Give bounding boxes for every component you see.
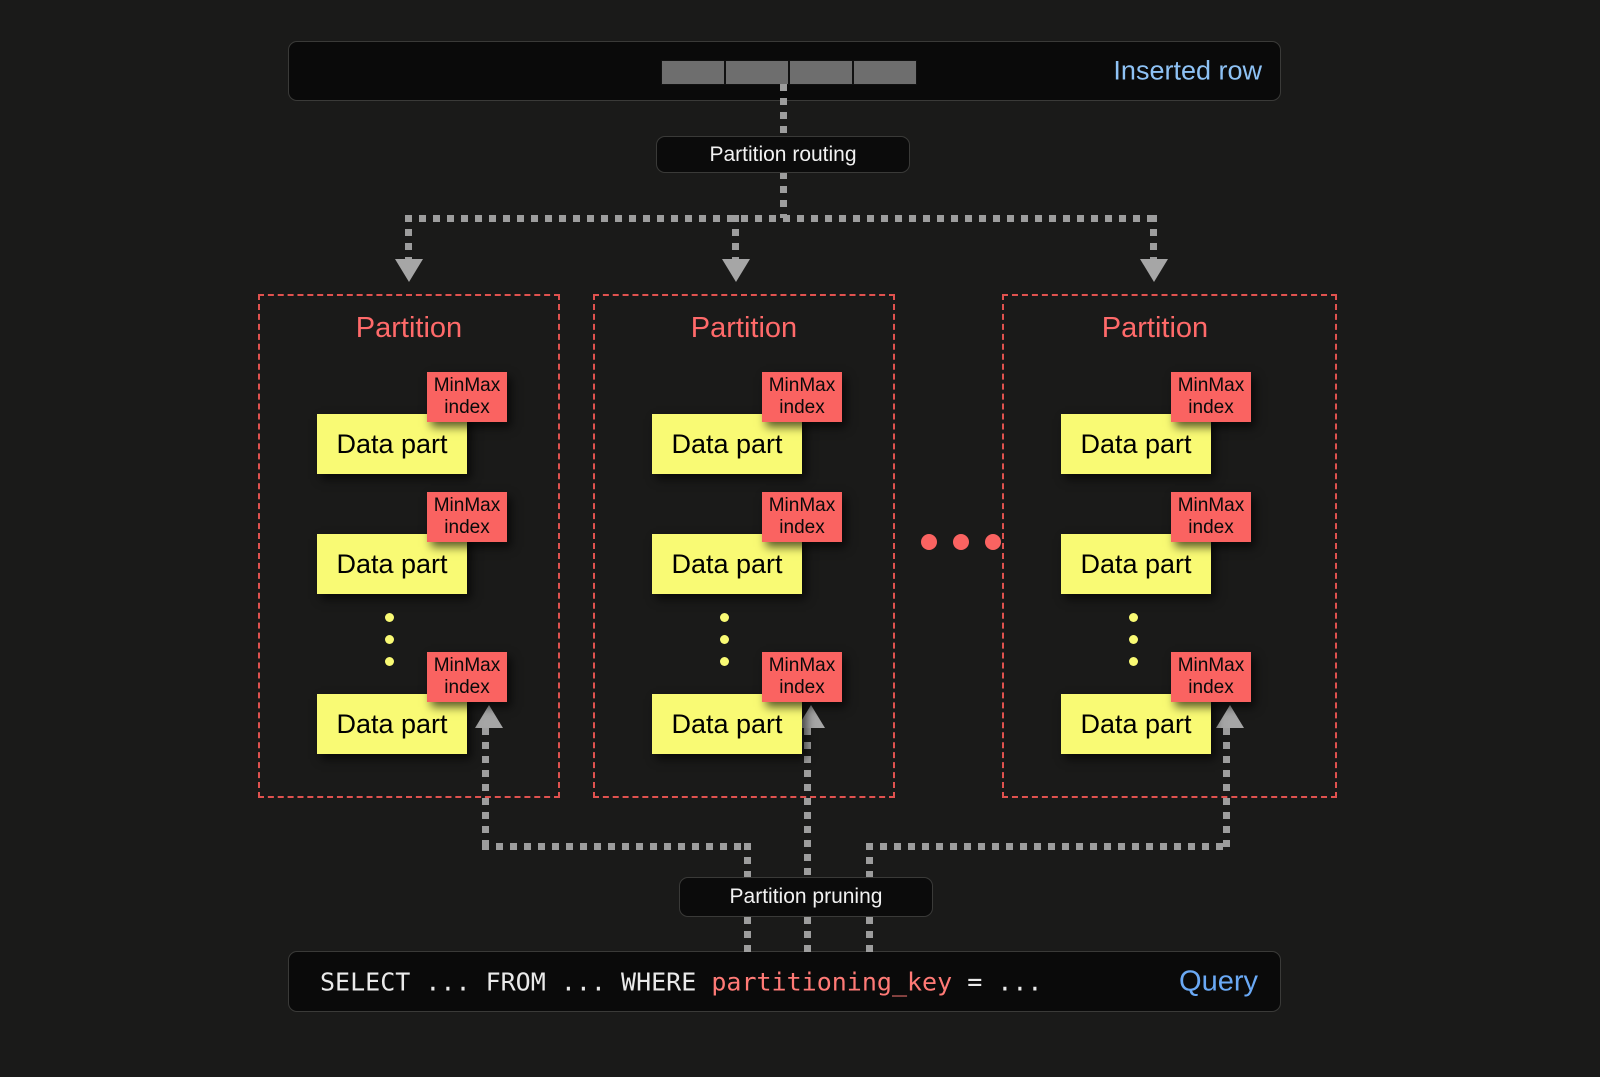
connector-routing-bus <box>405 215 1157 222</box>
connector-prune-up-2 <box>804 728 811 878</box>
minmax-index-line1: MinMax <box>768 374 836 396</box>
minmax-index-box: MinMax index <box>762 492 842 542</box>
connector-row-to-routing <box>780 84 787 140</box>
connector-routing-to-bus <box>780 172 787 218</box>
query-banner: SELECT ... FROM ... WHERE partitioning_k… <box>288 951 1281 1012</box>
connector-prune-to-query-1 <box>744 917 751 953</box>
data-part-box: Data part <box>1061 534 1211 594</box>
minmax-index-box: MinMax index <box>427 492 507 542</box>
connector-bus-to-partition-3 <box>1150 215 1157 265</box>
connector-prune-up-1 <box>482 728 489 848</box>
partition-routing-label: Partition routing <box>656 136 910 173</box>
data-part-box: Data part <box>652 694 802 754</box>
arrow-prune-to-partition-1 <box>475 705 503 728</box>
data-part-box: Data part <box>317 694 467 754</box>
arrow-prune-to-partition-3 <box>1216 705 1244 728</box>
data-part-box: Data part <box>1061 414 1211 474</box>
query-sql-suffix: = ... <box>952 967 1043 996</box>
data-part-ellipsis <box>1129 613 1138 679</box>
partition-title: Partition <box>355 312 463 344</box>
connector-bus-to-partition-1 <box>405 215 412 265</box>
minmax-index-line1: MinMax <box>1177 374 1245 396</box>
row-cell <box>725 60 789 85</box>
data-part-ellipsis <box>720 613 729 679</box>
minmax-index-box: MinMax index <box>1171 652 1251 702</box>
minmax-index-box: MinMax index <box>427 652 507 702</box>
minmax-index-box: MinMax index <box>1171 372 1251 422</box>
minmax-index-line2: index <box>444 677 490 698</box>
connector-bus-to-partition-2 <box>732 215 739 265</box>
minmax-index-line2: index <box>779 677 825 698</box>
partition-box-1: Partition MinMax index Data part MinMax … <box>258 294 560 798</box>
inserted-row-cells <box>661 60 917 85</box>
minmax-index-line1: MinMax <box>1177 494 1245 516</box>
partition-ellipsis <box>921 534 1001 550</box>
query-sql-text: SELECT ... FROM ... WHERE partitioning_k… <box>320 967 1042 996</box>
minmax-index-line1: MinMax <box>433 374 501 396</box>
minmax-index-line2: index <box>444 397 490 418</box>
connector-prune-to-query-2 <box>804 917 811 953</box>
connector-prune-to-query-3 <box>866 917 873 953</box>
data-part-box: Data part <box>1061 694 1211 754</box>
minmax-index-line1: MinMax <box>768 654 836 676</box>
partition-pruning-label: Partition pruning <box>679 877 933 917</box>
connector-prune-down-1 <box>744 843 751 877</box>
minmax-index-line1: MinMax <box>433 494 501 516</box>
arrow-prune-to-partition-2 <box>797 705 825 728</box>
minmax-index-line1: MinMax <box>433 654 501 676</box>
data-part-box: Data part <box>652 414 802 474</box>
connector-prune-horizontal-3 <box>866 843 1230 850</box>
minmax-index-box: MinMax index <box>762 652 842 702</box>
partition-box-2: Partition MinMax index Data part MinMax … <box>593 294 895 798</box>
connector-prune-horizontal-1 <box>482 843 750 850</box>
minmax-index-line2: index <box>1188 517 1234 538</box>
data-part-box: Data part <box>317 534 467 594</box>
minmax-index-line2: index <box>1188 677 1234 698</box>
partition-title: Partition <box>1101 312 1209 344</box>
minmax-index-box: MinMax index <box>1171 492 1251 542</box>
partition-box-3: Partition MinMax index Data part MinMax … <box>1002 294 1337 798</box>
row-cell <box>789 60 853 85</box>
inserted-row-label: Inserted row <box>1113 55 1262 86</box>
inserted-row-banner: Inserted row <box>288 41 1281 101</box>
minmax-index-box: MinMax index <box>762 372 842 422</box>
row-cell <box>661 60 725 85</box>
connector-prune-up-3 <box>1223 728 1230 848</box>
minmax-index-box: MinMax index <box>427 372 507 422</box>
query-partitioning-key: partitioning_key <box>711 967 953 996</box>
data-part-box: Data part <box>652 534 802 594</box>
arrow-to-partition-3 <box>1140 259 1168 282</box>
minmax-index-line2: index <box>1188 397 1234 418</box>
data-part-ellipsis <box>385 613 394 679</box>
arrow-to-partition-2 <box>722 259 750 282</box>
partition-title: Partition <box>690 312 798 344</box>
query-sql-prefix: SELECT ... FROM ... WHERE <box>320 967 712 996</box>
row-cell <box>853 60 917 85</box>
minmax-index-line2: index <box>779 517 825 538</box>
minmax-index-line2: index <box>779 397 825 418</box>
arrow-to-partition-1 <box>395 259 423 282</box>
query-label: Query <box>1179 965 1258 997</box>
minmax-index-line1: MinMax <box>1177 654 1245 676</box>
connector-prune-down-3 <box>866 843 873 877</box>
minmax-index-line2: index <box>444 517 490 538</box>
data-part-box: Data part <box>317 414 467 474</box>
minmax-index-line1: MinMax <box>768 494 836 516</box>
